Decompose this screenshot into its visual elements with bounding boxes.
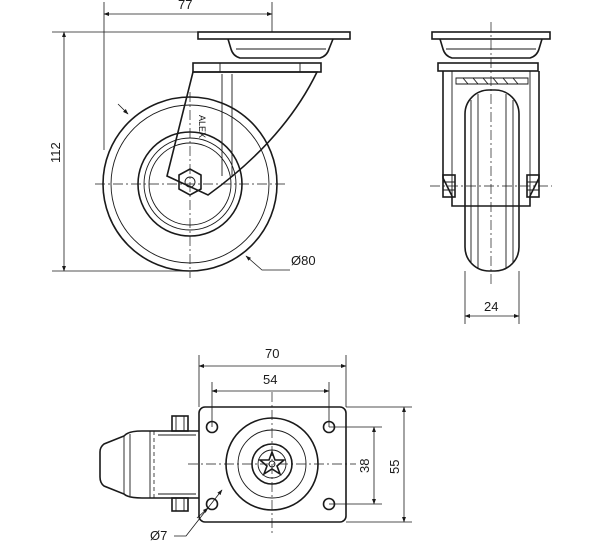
brand-logo: ALEX	[197, 115, 207, 138]
dimension-hole-spacing-short: 38	[357, 459, 372, 473]
dimension-plate-length: 70	[265, 346, 279, 361]
dimension-hole-diameter: Ø7	[150, 528, 167, 543]
top-view: 70 54 38 55 Ø7	[99, 346, 412, 543]
dimension-height: 112	[48, 142, 63, 163]
front-view: 24	[430, 22, 552, 324]
dimension-wheel-width: 24	[484, 299, 498, 314]
dimension-top-width: 77	[178, 0, 192, 12]
dimension-hole-spacing-long: 54	[263, 372, 277, 387]
dimension-plate-width: 55	[387, 460, 402, 474]
side-view: ALEX 77 112 Ø80	[48, 0, 351, 278]
dimension-wheel-diameter: Ø80	[291, 253, 316, 268]
